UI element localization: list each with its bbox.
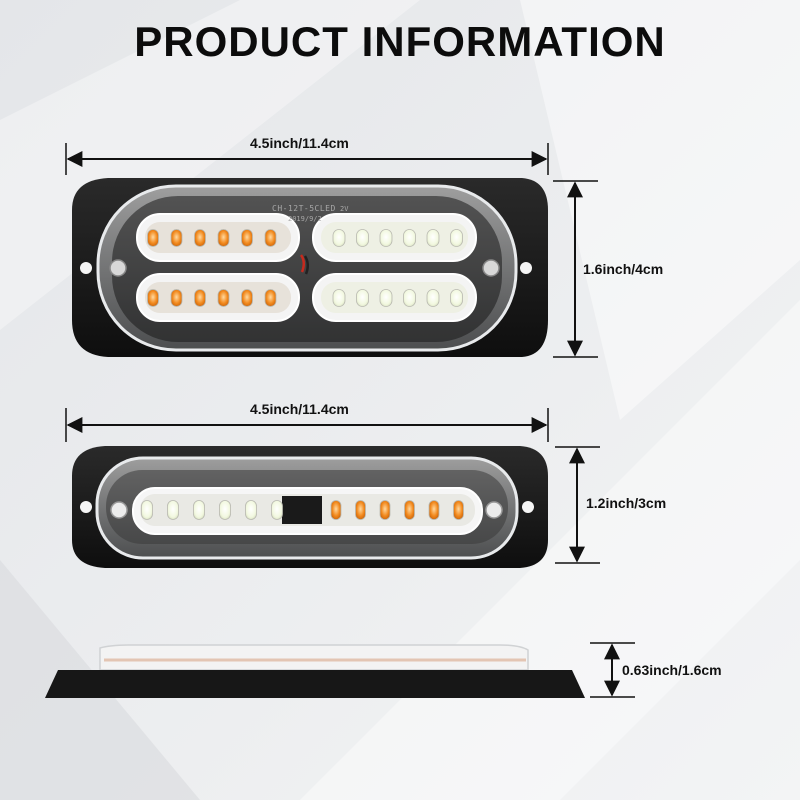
led-chip (170, 289, 183, 307)
mount-hole-left (80, 262, 92, 274)
led-chip (356, 289, 369, 307)
led-chip (356, 229, 369, 247)
led-chip (167, 500, 179, 520)
dimension-depth (590, 642, 635, 698)
voltage-marking: 2V (340, 205, 349, 213)
mount-hole-left (80, 501, 92, 513)
led-chip (428, 500, 440, 520)
led-chip (264, 289, 277, 307)
top-light-assembly (72, 178, 548, 357)
date-marking: 2019/9/2 (288, 215, 322, 223)
led-chip (141, 500, 153, 520)
led-chip (264, 229, 277, 247)
screw-icon (482, 259, 500, 277)
led-chip (379, 500, 391, 520)
top-width-label: 4.5inch/11.4cm (250, 135, 349, 151)
led-chip (403, 289, 416, 307)
led-chip (332, 289, 346, 307)
side-profile-assembly (45, 644, 585, 698)
led-chip (219, 500, 231, 520)
led-chip (426, 289, 440, 307)
led-chip (450, 289, 463, 307)
dimension-mid-height (555, 446, 600, 564)
screw-icon (485, 501, 503, 519)
led-pod-amber-upper (136, 213, 300, 262)
led-chip (379, 289, 393, 307)
led-pod-white-lower (312, 273, 477, 322)
led-chip (241, 289, 253, 307)
led-chip (355, 500, 366, 520)
dimension-top-width (65, 143, 549, 175)
led-chip (194, 229, 206, 247)
led-chip (193, 500, 205, 520)
led-chip (245, 500, 257, 520)
led-chip (404, 500, 415, 520)
led-chip (147, 289, 159, 307)
led-chip (147, 229, 159, 247)
led-chip (426, 229, 440, 247)
mount-hole-right (522, 501, 534, 513)
dimension-mid-width (65, 408, 549, 442)
mount-hole-right (520, 262, 532, 274)
led-chip (241, 229, 253, 247)
led-chip (332, 229, 346, 247)
led-chip (217, 229, 230, 247)
model-marking: CH-12T-5CLED (272, 204, 336, 213)
page-title: PRODUCT INFORMATION (134, 18, 666, 65)
dimension-top-height (553, 180, 598, 358)
led-chip (379, 229, 393, 247)
top-height-label: 1.6inch/4cm (583, 261, 664, 277)
center-divider (282, 496, 322, 524)
led-chip (271, 500, 283, 520)
depth-label: 0.63inch/1.6cm (622, 662, 722, 678)
screw-icon (110, 501, 128, 519)
led-pod-white-upper (312, 213, 477, 262)
mid-width-label: 4.5inch/11.4cm (250, 401, 349, 417)
screw-icon (109, 259, 127, 277)
led-pod-amber-lower (136, 273, 300, 322)
led-chip (217, 289, 230, 307)
led-chip (194, 289, 206, 307)
mid-height-label: 1.2inch/3cm (586, 495, 667, 511)
led-chip (330, 500, 342, 520)
led-chip (403, 229, 416, 247)
led-chip (450, 229, 463, 247)
led-chip (453, 500, 464, 520)
led-chip (170, 229, 183, 247)
wire-icon (299, 254, 305, 273)
middle-light-assembly (72, 446, 548, 568)
